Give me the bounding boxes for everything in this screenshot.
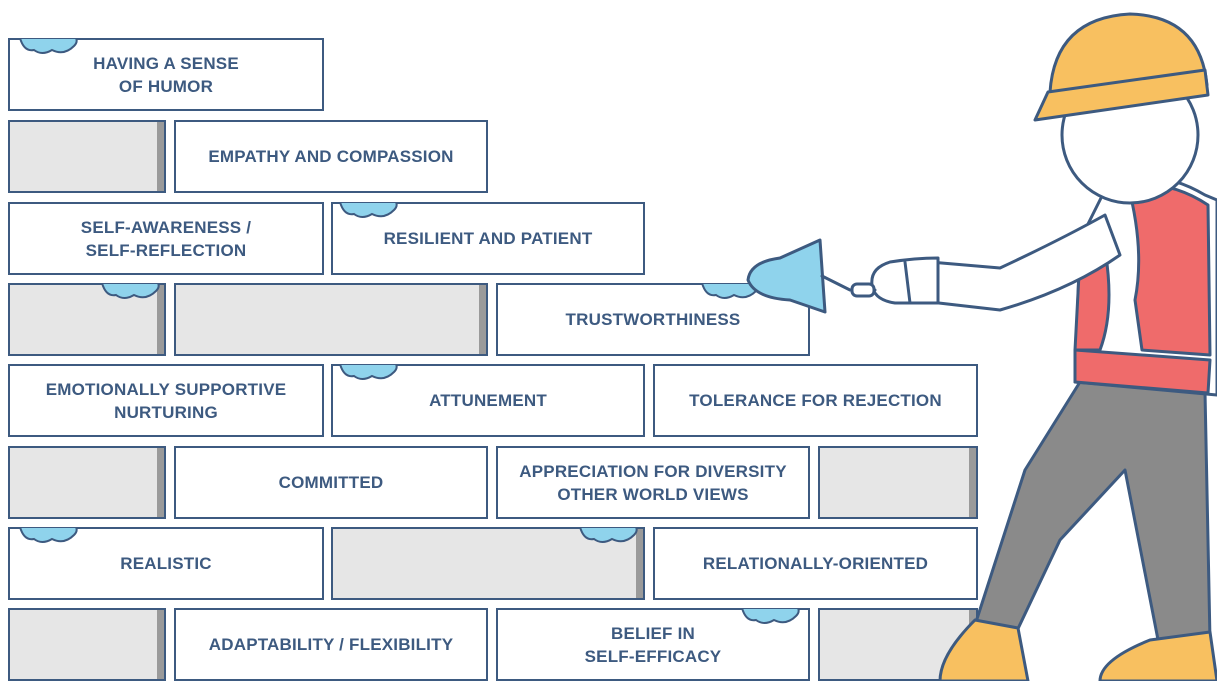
brick-blank: [8, 446, 166, 519]
worker-arm: [928, 213, 1122, 312]
brick-committed: Committed: [174, 446, 488, 519]
worker-pants: [973, 380, 1212, 652]
mortar-blob: [338, 364, 398, 380]
brick-emotionally-supportive: Emotionally supportive nurturing: [8, 364, 324, 437]
worker-right-boot: [1098, 630, 1217, 681]
brick-blank: [818, 446, 978, 519]
trowel-icon: [746, 238, 827, 314]
brick-blank: [8, 608, 166, 681]
brick-attunement: Attunement: [331, 364, 645, 437]
brick-trustworthiness: Trustworthiness: [496, 283, 810, 356]
brick-blank: [174, 283, 488, 356]
brick-self-awareness: Self-awareness / self-reflection: [8, 202, 324, 275]
brick-adaptability-flexibility: Adaptability / flexibility: [174, 608, 488, 681]
brick-relationally-oriented: Relationally-oriented: [653, 527, 978, 600]
mortar-blob: [18, 38, 78, 54]
mortar-blob: [18, 527, 78, 543]
worker-left-boot: [938, 618, 1030, 681]
mortar-blob: [338, 202, 398, 218]
brick-empathy-compassion: Empathy and compassion: [174, 120, 488, 193]
brick-appreciation-diversity: Appreciation for diversity other world v…: [496, 446, 810, 519]
worker-hand: [870, 256, 940, 305]
mortar-blob: [578, 527, 638, 543]
brick-tolerance-rejection: Tolerance for rejection: [653, 364, 978, 437]
mortar-blob: [740, 608, 800, 624]
mortar-blob: [100, 283, 160, 299]
brick-blank: [8, 120, 166, 193]
brick-sense-of-humor: Having a sense of humor: [8, 38, 324, 111]
